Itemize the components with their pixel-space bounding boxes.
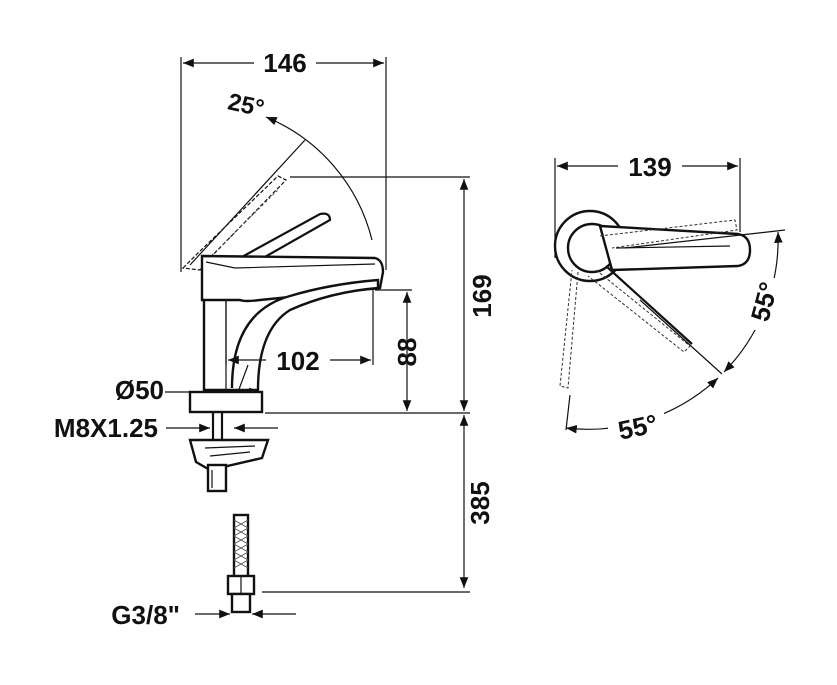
mounting-clamp [188,438,270,493]
width-dimension-146: 146 [180,48,387,272]
height-label: 169 [467,274,497,317]
top-view: 139 55° 55° [553,152,786,446]
base-diameter-dimension: Ø50 [115,364,264,414]
spout-height-label: 88 [392,338,422,367]
thread-label: M8X1.25 [54,413,158,443]
base-diameter-label: Ø50 [115,375,164,405]
spout-reach-dimension-102: 102 [225,290,374,376]
right-swing-dimension: 55° [624,229,786,375]
top-width-label: 139 [628,152,671,182]
front-view: 146 25° 169 [54,48,497,630]
lever-mid-position [237,212,332,264]
height-dimension-169: 169 [265,176,497,414]
hose-length-label: 385 [465,481,495,524]
spout-height-dimension-88: 88 [375,289,422,411]
hose-connector [226,513,256,614]
connection-dimension: G3/8" [111,600,296,630]
width-label: 146 [263,48,306,78]
thread-dimension: M8X1.25 [54,412,278,443]
top-width-dimension-139: 139 [554,152,741,258]
hose-length-dimension-385: 385 [262,415,495,593]
rotation-label: 25° [225,89,266,123]
spout-reach-label: 102 [276,346,319,376]
left-swing-dimension: 55° [565,377,719,446]
connection-label: G3/8" [111,600,180,630]
ghost-lever-raised [181,175,288,271]
